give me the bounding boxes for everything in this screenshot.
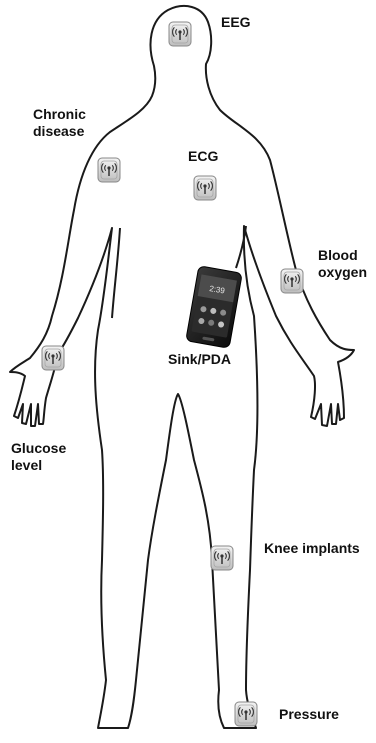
chronic-disease-label-line2: disease	[33, 123, 86, 140]
chronic-disease-sensor-icon	[98, 158, 120, 182]
glucose-sensor-icon	[42, 346, 64, 370]
chronic-disease-label: Chronic disease	[33, 106, 86, 140]
sink-pda-label: Sink/PDA	[168, 351, 231, 368]
pressure-sensor-icon	[235, 702, 257, 726]
blood-oxygen-label: Blood oxygen	[318, 247, 367, 281]
chronic-disease-label-line1: Chronic	[33, 106, 86, 123]
phone-pda-icon: 2:39	[186, 266, 243, 348]
glucose-level-label-line1: Glucose	[11, 440, 66, 457]
ecg-label: ECG	[188, 148, 218, 165]
knee-implants-label-text: Knee implants	[264, 540, 360, 557]
blood-oxygen-sensor-icon	[281, 269, 303, 293]
glucose-level-label-line2: level	[11, 457, 66, 474]
pressure-label: Pressure	[279, 706, 339, 723]
eeg-label: EEG	[221, 14, 251, 31]
glucose-level-label: Glucose level	[11, 440, 66, 474]
knee-implants-label: Knee implants	[264, 540, 360, 557]
left-arm-inner-line	[112, 228, 120, 318]
eeg-label-text: EEG	[221, 14, 251, 31]
pressure-label-text: Pressure	[279, 706, 339, 723]
knee-implant-sensor-icon	[211, 546, 233, 570]
blood-oxygen-label-line1: Blood	[318, 247, 367, 264]
blood-oxygen-label-line2: oxygen	[318, 264, 367, 281]
eeg-sensor-icon	[169, 22, 191, 46]
ecg-label-text: ECG	[188, 148, 218, 165]
ecg-sensor-icon	[194, 176, 216, 200]
sink-pda-label-text: Sink/PDA	[168, 351, 231, 368]
